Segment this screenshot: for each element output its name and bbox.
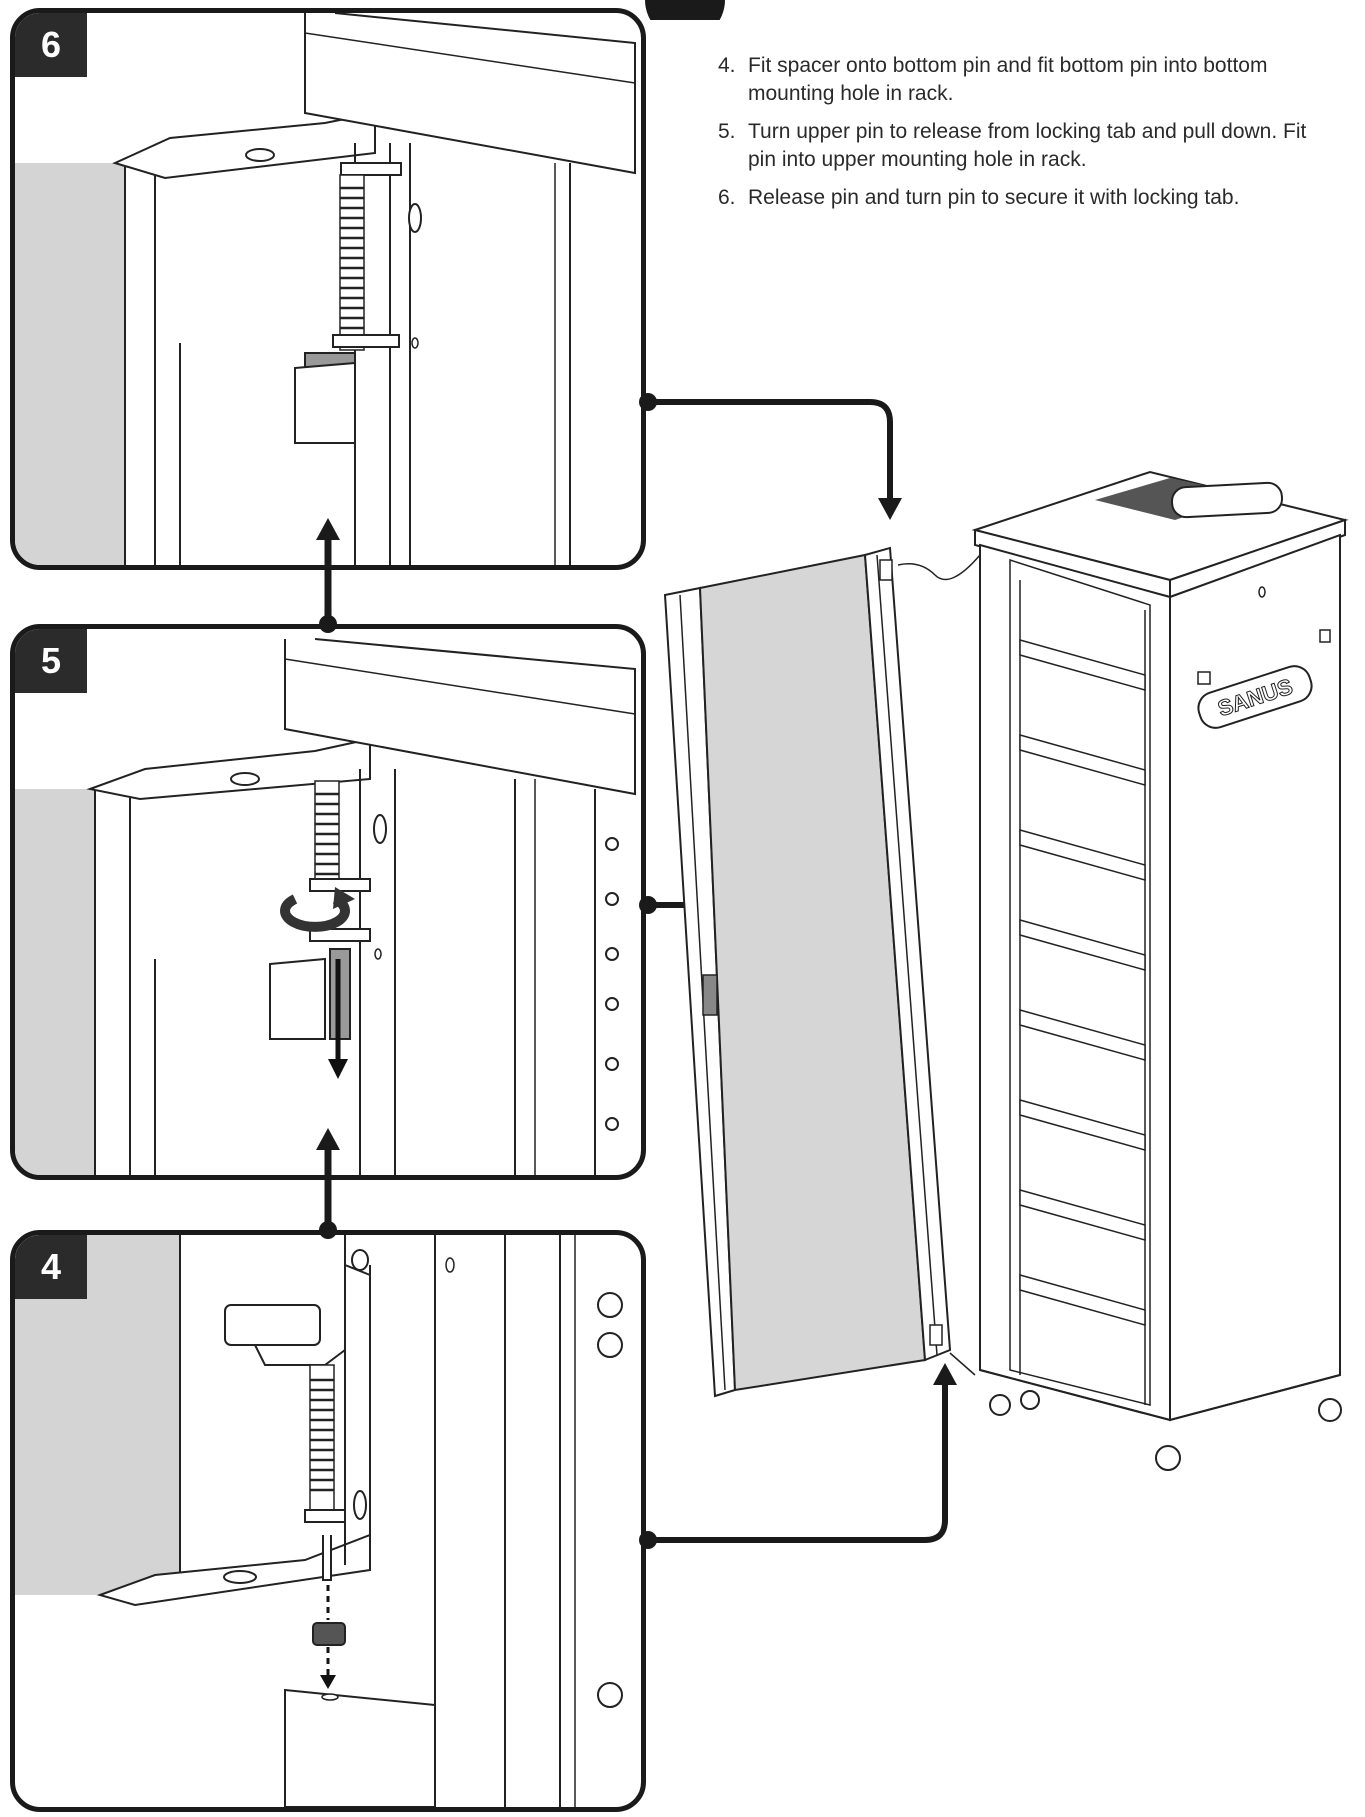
glass-door: [663, 546, 981, 1398]
caster-wheel: [1318, 1398, 1342, 1422]
detail-panel-step-5: 5: [10, 624, 646, 1180]
rack-cabinet: SANUS: [971, 470, 1349, 1471]
instruction-number: 6.: [718, 186, 736, 209]
step-marker-circle: [645, 0, 725, 20]
instruction-number: 4.: [718, 54, 736, 77]
caster-wheel: [989, 1394, 1011, 1416]
instruction-text: Fit spacer onto bottom pin and fit botto…: [748, 54, 1268, 105]
caster-wheel: [1155, 1445, 1181, 1471]
instruction-text: Release pin and turn pin to secure it wi…: [748, 186, 1240, 209]
instruction-list: 4. Fit spacer onto bottom pin and fit bot…: [718, 52, 1338, 222]
callout-arrow-step-6: [639, 393, 902, 520]
instruction-step-5: 5. Turn upper pin to release from locking…: [718, 118, 1338, 174]
arrow-up-icon: [316, 1128, 340, 1150]
panel-5-illustration: [15, 638, 636, 1175]
caster-wheel: [1020, 1390, 1040, 1410]
panel-connector-lower: [319, 1150, 337, 1239]
step-badge: 6: [15, 13, 87, 77]
step-badge: 5: [15, 629, 87, 693]
panel-connector-upper: [319, 540, 337, 633]
instruction-step-6: 6. Release pin and turn pin to secure it …: [718, 184, 1338, 212]
detail-panel-step-6: 6: [10, 8, 646, 570]
rack-shelves: [1019, 639, 1146, 1326]
instruction-step-4: 4. Fit spacer onto bottom pin and fit bot…: [718, 52, 1338, 108]
panel-6-illustration: [15, 13, 636, 565]
instruction-number: 5.: [718, 120, 736, 143]
instruction-text: Turn upper pin to release from locking t…: [748, 120, 1307, 171]
detail-panel-step-4: 4: [10, 1230, 646, 1812]
step-badge: 4: [15, 1235, 87, 1299]
callout-arrow-step-4: [639, 1363, 957, 1549]
arrow-up-icon: [316, 518, 340, 540]
